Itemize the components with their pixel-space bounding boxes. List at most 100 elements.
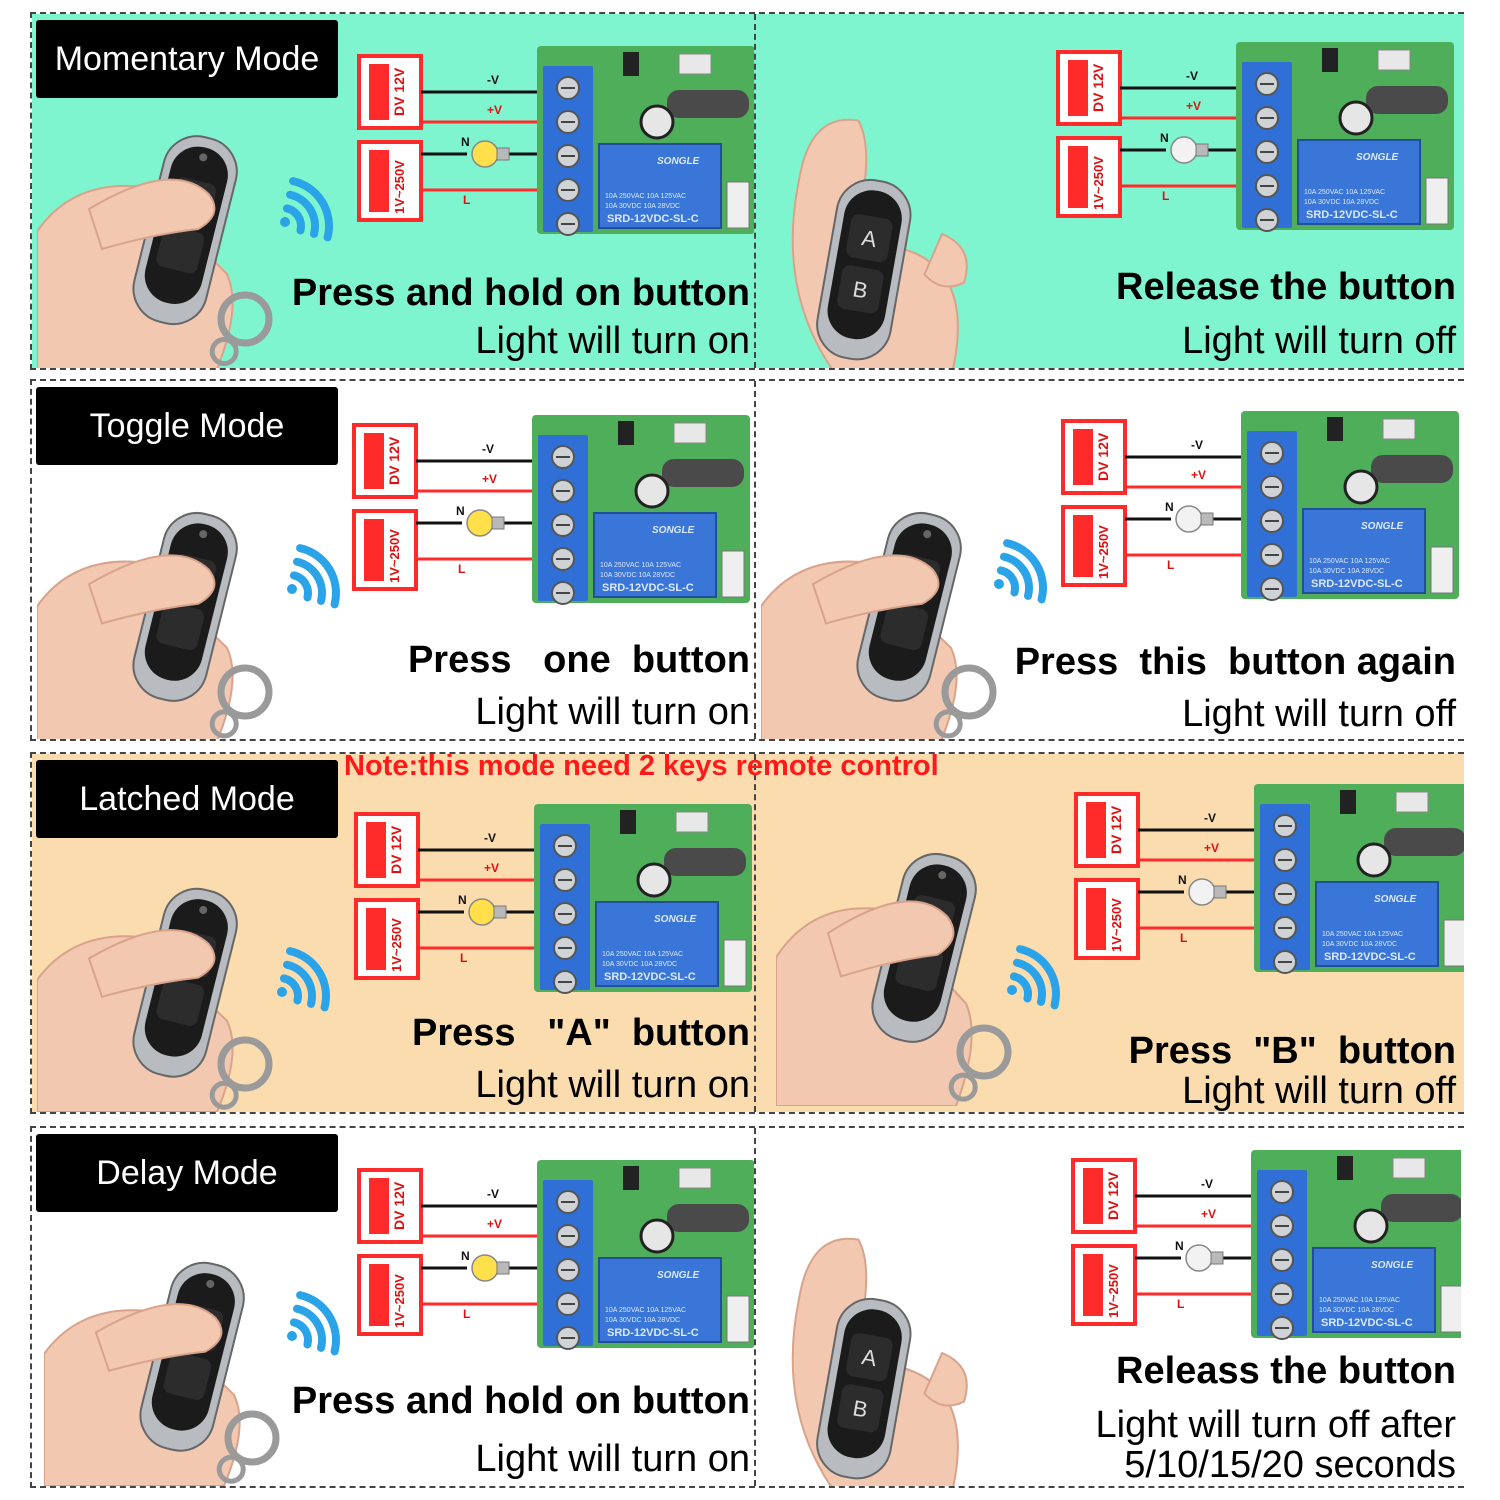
remote-led <box>199 153 208 162</box>
light-bulb-icon <box>1170 136 1209 164</box>
signal-wave <box>296 544 340 609</box>
bulb-glass <box>471 140 499 168</box>
signal-wave <box>286 947 330 1012</box>
relay-body <box>595 901 719 987</box>
relay-model: SRD-12VDC-SL-C <box>607 1327 699 1339</box>
relay-brand: SONGLE <box>654 914 697 925</box>
learn-button <box>678 53 712 75</box>
ac-supply-label: 1V~250V <box>392 160 407 214</box>
antenna-coil <box>1381 1194 1461 1222</box>
hand-holding-remote <box>37 512 273 739</box>
bulb-base <box>496 1261 510 1275</box>
dc-supply-label: DV 12V <box>391 1181 407 1230</box>
signal-dot <box>277 987 287 997</box>
header-pins <box>1443 919 1464 967</box>
relay-brand: SONGLE <box>1371 1260 1414 1271</box>
relay-body <box>1315 881 1439 967</box>
dc-supply-fill <box>1086 802 1106 858</box>
header-pins <box>1425 177 1449 225</box>
dc-supply-frame <box>1061 419 1127 495</box>
action-caption: Releass the button <box>1116 1350 1456 1392</box>
capacitor <box>636 862 672 898</box>
remote-led <box>199 905 208 914</box>
ac-supply-label: 1V~250V <box>392 1274 407 1328</box>
signal-dot <box>994 579 1004 589</box>
action-caption: Press "A" button <box>412 1012 750 1054</box>
dc-supply-label: DV 12V <box>1090 63 1106 112</box>
result-caption: Light will turn on <box>475 691 750 733</box>
relay-body <box>593 512 717 598</box>
antenna-coil <box>1384 828 1464 856</box>
antenna-coil <box>1366 86 1448 114</box>
dc-supply-block: DV 12V <box>1071 1158 1137 1234</box>
relay-brand: SONGLE <box>1361 521 1404 532</box>
dc-supply-block: DV 12V <box>1074 792 1140 868</box>
header-pins <box>726 1295 750 1343</box>
remote-button-a <box>846 1333 893 1382</box>
positive-label: +V <box>484 861 499 875</box>
neutral-label: N <box>1160 131 1169 145</box>
action-caption: Press and hold on button <box>291 272 750 314</box>
capacitor <box>639 104 675 140</box>
neutral-label: N <box>1175 1239 1184 1253</box>
positive-label: +V <box>487 1217 502 1231</box>
ac-supply-block: 1V~250V <box>1074 878 1140 960</box>
negative-label: -V <box>1204 811 1216 825</box>
thumb <box>826 900 955 978</box>
negative-label: -V <box>1201 1177 1213 1191</box>
dc-supply-block: DV 12V <box>354 812 420 888</box>
ac-supply-frame <box>357 1254 423 1336</box>
regulator-chip <box>1322 48 1338 72</box>
remote-led <box>206 1279 215 1288</box>
key-ring <box>224 1410 280 1466</box>
keychain-ring-icon <box>948 1024 1012 1102</box>
wireless-signal-icon <box>1007 945 1060 1010</box>
live-label: L <box>458 562 465 576</box>
signal-dot <box>280 217 290 227</box>
positive-label: +V <box>1186 99 1201 113</box>
dc-supply-frame <box>352 423 418 499</box>
fingers <box>923 232 968 288</box>
header-pins <box>723 939 747 987</box>
remote-control-icon: AB <box>816 178 912 361</box>
dc-supply-frame <box>357 54 423 130</box>
negative-label: -V <box>487 1187 499 1201</box>
remote-control-icon: AB <box>816 1297 912 1480</box>
action-caption: Press one button <box>407 639 750 681</box>
relay-rating-2: 10A 30VDC 10A 28VDC <box>605 1317 680 1324</box>
result-caption-line-2: 5/10/15/20 seconds <box>1124 1444 1456 1486</box>
neutral-label: N <box>1165 500 1174 514</box>
keychain-ring-icon <box>216 1410 280 1484</box>
relay-body <box>598 143 722 229</box>
regulator-chip <box>1337 1156 1353 1180</box>
live-label: L <box>1180 931 1187 945</box>
relay-rating-2: 10A 30VDC 10A 28VDC <box>1309 568 1384 575</box>
key-ring-small <box>209 709 239 739</box>
dc-supply-label: DV 12V <box>1095 432 1111 481</box>
relay-body <box>1302 508 1426 594</box>
signal-wave <box>293 557 326 605</box>
bulb-glass <box>1170 136 1198 164</box>
neutral-label: N <box>461 1249 470 1263</box>
relay-body <box>1312 1247 1436 1333</box>
remote-led <box>938 871 947 880</box>
dc-supply-label: DV 12V <box>391 67 407 116</box>
signal-wave <box>1009 972 1032 1003</box>
ac-supply-frame <box>1056 136 1122 218</box>
dc-supply-fill <box>1083 1168 1103 1224</box>
dc-supply-block: DV 12V <box>1056 50 1122 126</box>
signal-wave <box>286 190 319 238</box>
ac-supply-fill <box>1083 1254 1103 1316</box>
capacitor <box>634 473 670 509</box>
